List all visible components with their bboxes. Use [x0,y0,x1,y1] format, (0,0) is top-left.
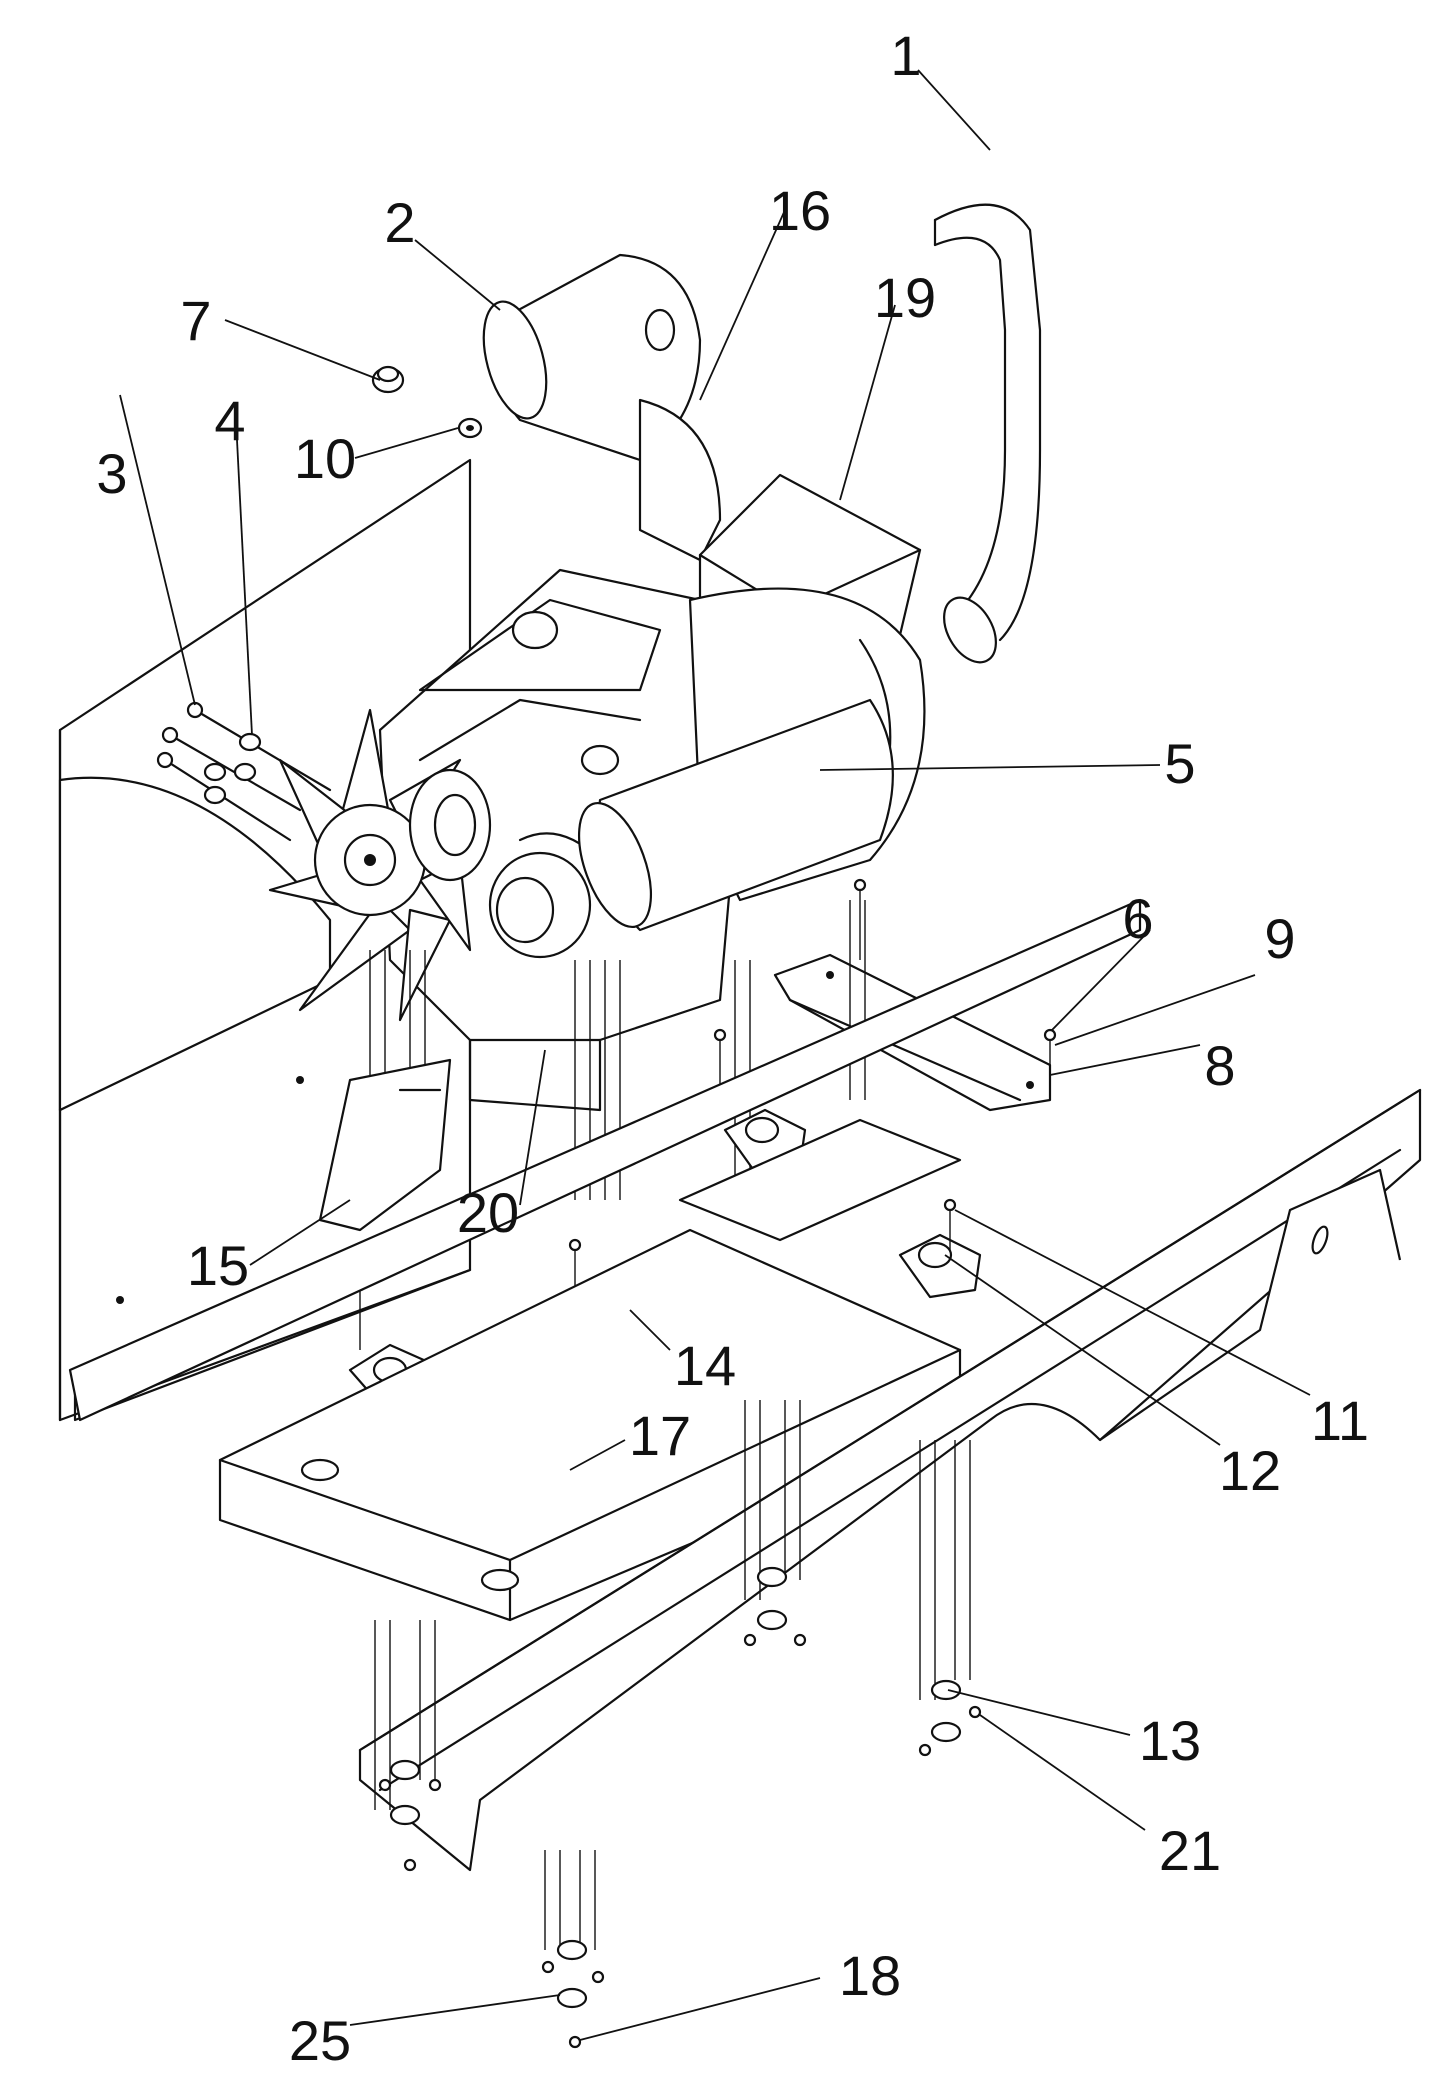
callout-leaders [119,69,1311,2041]
callout-18: 18 [839,1944,901,2007]
callout-5: 5 [1164,732,1195,795]
callout-11: 11 [1311,1389,1369,1452]
callout-19: 19 [874,266,936,329]
front-bolts-and-washers [156,701,332,842]
air-cleaner [482,253,722,562]
left-engine-bracket [318,1058,452,1232]
callout-25: 25 [289,2009,351,2072]
callout-7: 7 [180,289,211,352]
callout-6: 6 [1122,887,1153,950]
frame-legs [374,1400,971,1950]
muffler [577,698,894,932]
callout-labels: 1 2 3 4 5 6 7 8 9 10 11 12 13 14 15 16 1… [96,24,1369,2072]
callout-2: 2 [384,191,415,254]
callout-1: 1 [890,24,921,87]
callout-21: 21 [1159,1819,1221,1882]
oil-filler-cap [371,365,405,394]
callout-4: 4 [214,389,245,452]
callout-16: 16 [769,179,831,242]
radiator-fan [268,708,492,1022]
callout-15: 15 [187,1234,249,1297]
right-side-rail [358,1088,1422,1872]
washers-and-nuts [378,1566,982,2049]
cap-gasket [457,417,483,439]
callout-12: 12 [1219,1439,1281,1502]
callout-9: 9 [1264,907,1295,970]
exhaust-pipe [933,203,1042,664]
callout-3: 3 [96,442,127,505]
callout-17: 17 [629,1404,691,1467]
callout-20: 20 [457,1181,519,1244]
front-lower-rail [68,898,1142,1422]
callout-10: 10 [294,427,356,490]
callout-13: 13 [1139,1709,1201,1772]
alternator [488,851,592,959]
callout-14: 14 [674,1334,736,1397]
callout-8: 8 [1204,1034,1235,1097]
